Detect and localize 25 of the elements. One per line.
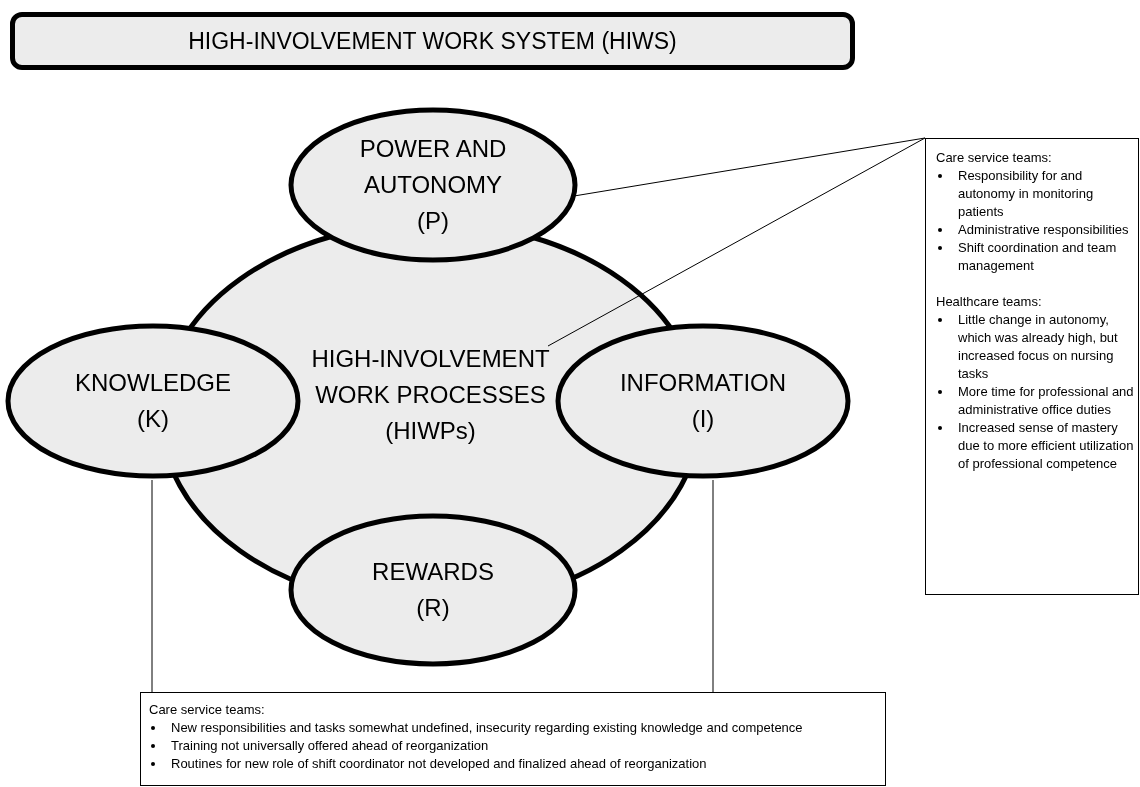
bullet-text: Responsibility for and autonomy in monitoring patients: [958, 167, 1095, 221]
leader-line: [151, 479, 153, 693]
title-box: [10, 12, 855, 70]
ellipse-label: INFORMATION (I): [618, 368, 788, 434]
bullet-text: New responsibilities and tasks somewhat undefined, insecurity regarding existing knowledge and competence: [171, 719, 803, 737]
text-box: [925, 138, 1139, 595]
bullet-text: Administrative responsibilities: [958, 221, 1129, 239]
group-heading: Care service teams:: [936, 149, 1053, 167]
title-text: HIGH-INVOLVEMENT WORK SYSTEM (HIWS): [188, 26, 677, 56]
group-heading: Care service teams:: [149, 701, 266, 719]
bullet-text: Routines for new role of shift coordinator not developed and finalized ahead of reorganization: [171, 755, 707, 773]
ellipse-label: KNOWLEDGE (K): [74, 368, 232, 434]
bullet-text: Training not universally offered ahead of reorganization: [171, 737, 489, 755]
leader-line: [547, 137, 926, 347]
leader-line: [712, 479, 714, 693]
ellipse-label: REWARDS (R): [371, 557, 495, 623]
bullet-text: Shift coordination and team management: [958, 239, 1118, 275]
bullet-text: Increased sense of mastery due to more efficient utilization of professional competence: [958, 419, 1134, 473]
ellipse-label: HIGH-INVOLVEMENT WORK PROCESSES (HIWPs): [310, 344, 551, 446]
bullet-text: Little change in autonomy, which was already high, but increased focus on nursing tasks: [958, 311, 1119, 383]
group-heading: Healthcare teams:: [936, 293, 1043, 311]
leader-line: [573, 137, 926, 197]
ellipse-label: POWER AND AUTONOMY (P): [358, 134, 508, 236]
text-box: [140, 692, 886, 786]
bullet-text: More time for professional and administrative office duties: [958, 383, 1134, 419]
